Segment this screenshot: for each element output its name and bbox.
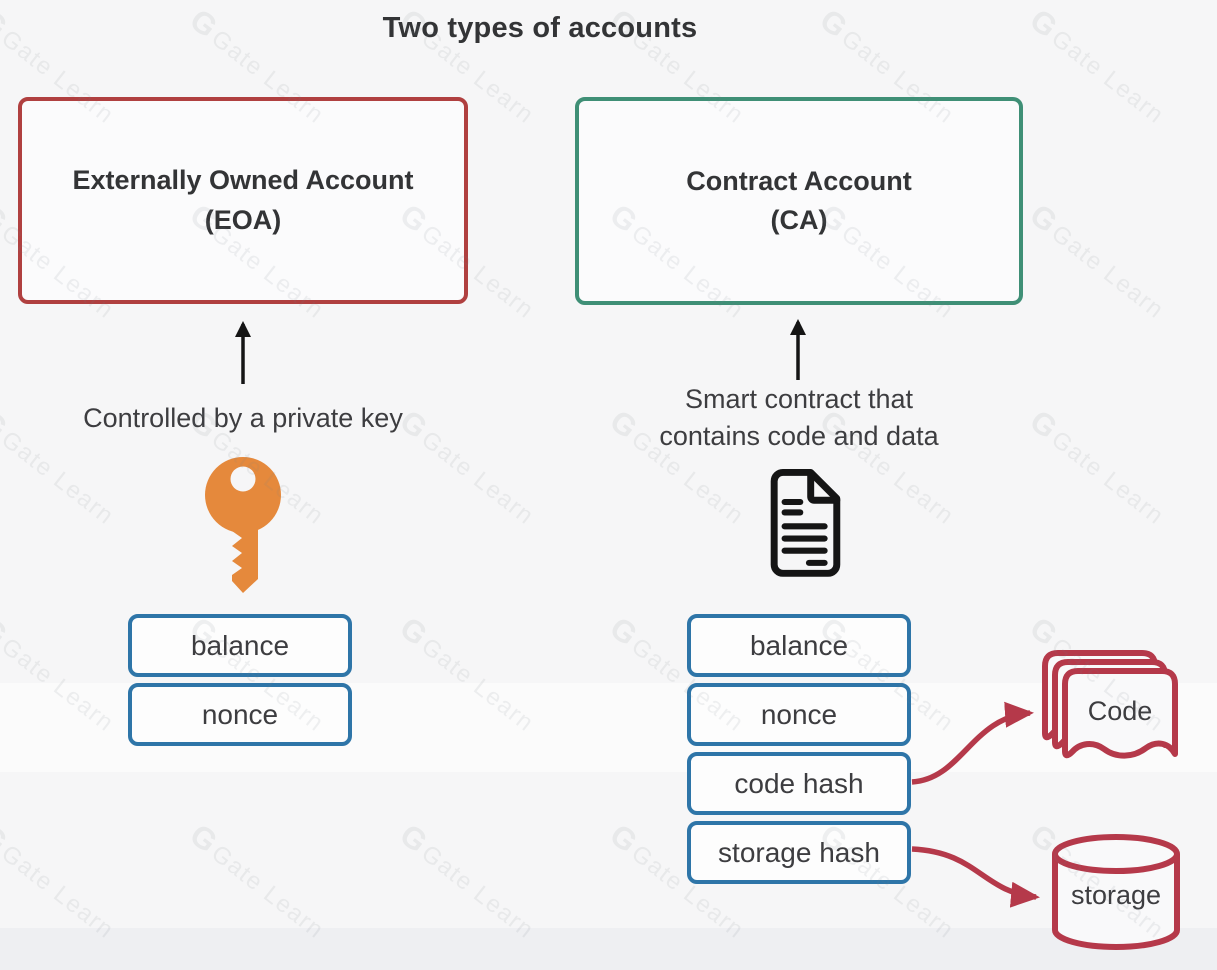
eoa-field-balance: balance: [128, 614, 352, 677]
storage-cylinder-icon: [1048, 832, 1184, 954]
eoa-account-box: Externally Owned Account (EOA): [18, 97, 468, 304]
storage-hash-arrow: [911, 846, 1040, 908]
code-label: Code: [1087, 696, 1153, 726]
ca-field-code-hash: code hash: [687, 752, 911, 815]
ca-field-nonce: nonce: [687, 683, 911, 746]
ca-field-balance: balance: [687, 614, 911, 677]
background-band-bottom: [0, 928, 1217, 970]
gate-learn-watermark: GGate Learn: [393, 817, 540, 945]
storage-label: storage: [1070, 880, 1162, 910]
code-pages-icon: [1042, 650, 1192, 778]
gate-learn-watermark: GGate Learn: [183, 817, 330, 945]
eoa-account-title: Externally Owned Account (EOA): [72, 165, 414, 235]
eoa-caption: Controlled by a private key: [83, 403, 403, 433]
ca-field-storage-hash: storage hash: [687, 821, 911, 884]
eoa-field-nonce: nonce: [128, 683, 352, 746]
document-icon: [762, 462, 842, 582]
gate-learn-watermark: GGate Learn: [1023, 197, 1170, 325]
key-icon: [202, 457, 284, 593]
ca-caption: Smart contract that contains code and da…: [659, 384, 939, 451]
gate-learn-watermark: GGate Learn: [1023, 403, 1170, 531]
ca-account-box: Contract Account (CA): [575, 97, 1023, 305]
gate-learn-watermark: GGate Learn: [0, 817, 120, 945]
page-title: Two types of accounts: [382, 12, 698, 44]
ca-account-title: Contract Account (CA): [686, 165, 912, 235]
